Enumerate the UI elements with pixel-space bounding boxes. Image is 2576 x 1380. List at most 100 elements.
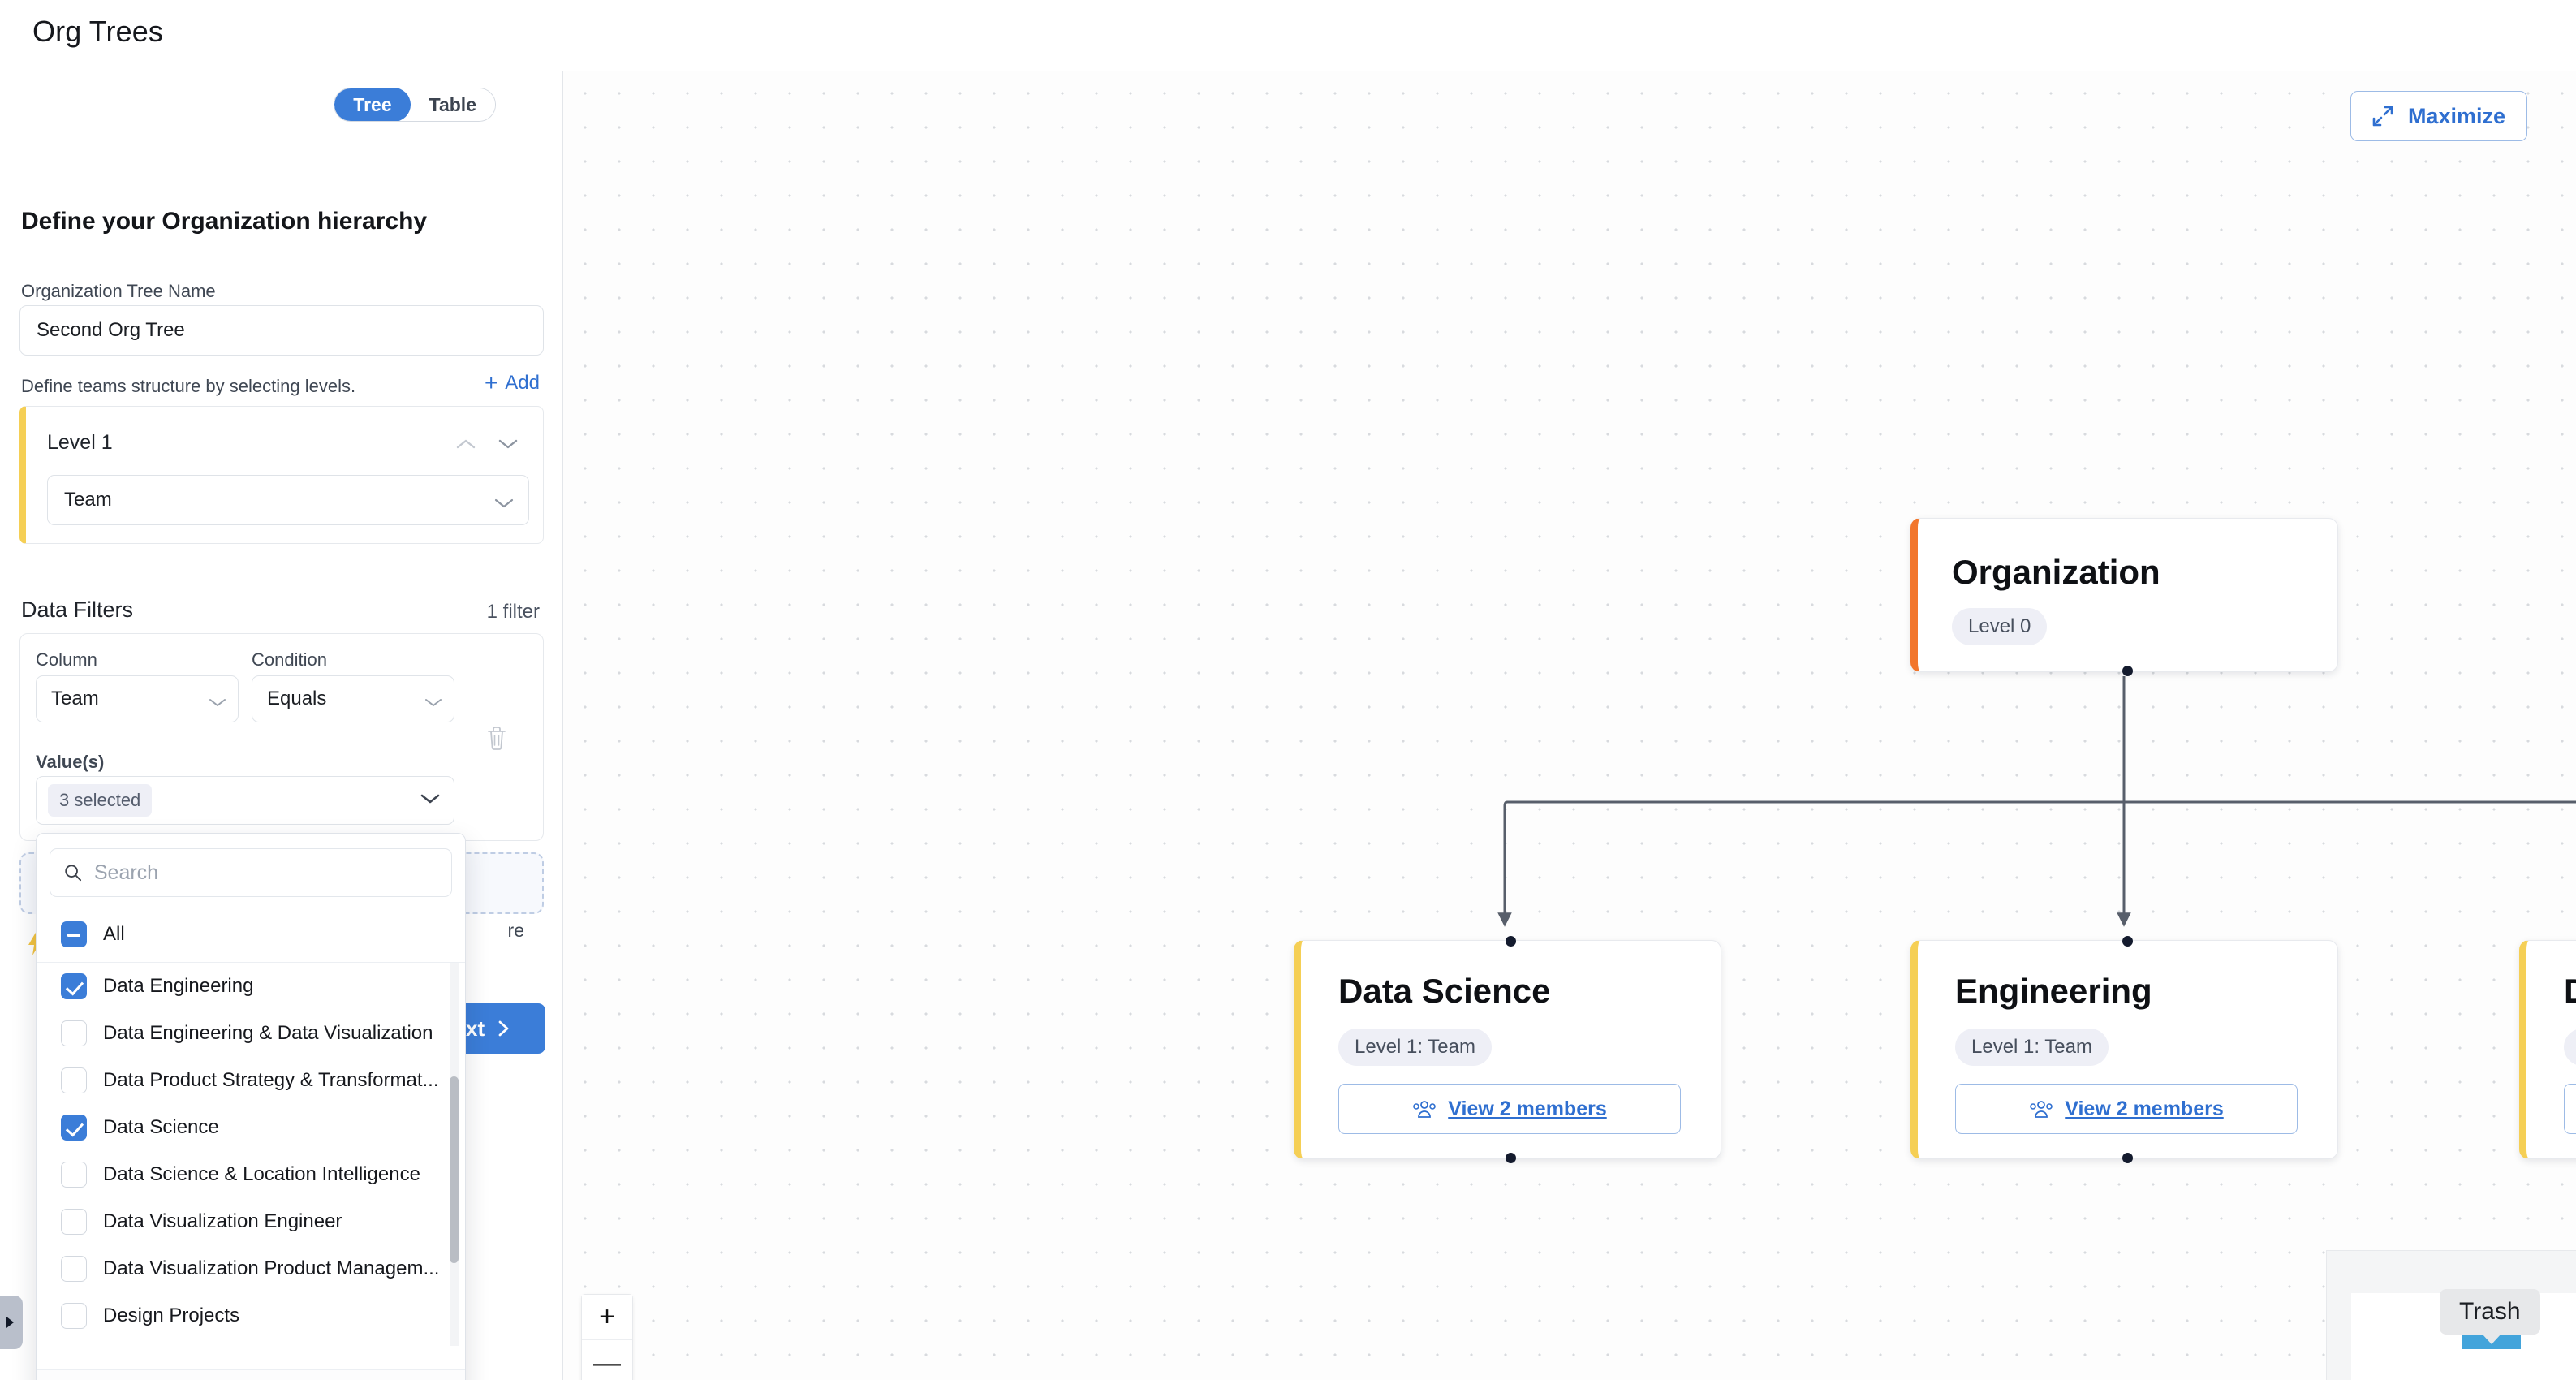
node-level-badge: Level 0 bbox=[1952, 608, 2048, 645]
tree-node-data-science[interactable]: Data Science Level 1: Team View 2 member… bbox=[1294, 936, 1721, 1163]
view-toggle[interactable]: Tree Table bbox=[334, 88, 496, 122]
list-item[interactable]: Data Science bbox=[37, 1104, 465, 1151]
maximize-label: Maximize bbox=[2407, 103, 2505, 128]
dropdown-all-label: All bbox=[103, 923, 125, 945]
chevron-down-icon bbox=[424, 691, 442, 714]
node-level-badge: Level 1: Team bbox=[1955, 1029, 2109, 1066]
chevron-right-icon bbox=[498, 1020, 509, 1037]
delete-filter-button[interactable] bbox=[480, 721, 513, 755]
filter-column-label: Column bbox=[36, 649, 97, 670]
list-item-label: Data Engineering & Data Visualization bbox=[103, 1022, 433, 1044]
list-item[interactable]: Design Projects bbox=[37, 1292, 465, 1339]
list-item[interactable]: Data Visualization Engineer bbox=[37, 1198, 465, 1245]
org-name-label: Organization Tree Name bbox=[21, 281, 216, 301]
level-name: Level 1 bbox=[47, 431, 113, 454]
values-dropdown-panel: All Data Engineering Data Engineering & … bbox=[36, 833, 466, 1380]
left-sidebar: Tree Table Define your Organization hier… bbox=[0, 71, 563, 1380]
zoom-in-button[interactable]: + bbox=[582, 1295, 632, 1340]
node-title: Organization bbox=[1952, 553, 2160, 591]
zoom-controls: + — bbox=[581, 1294, 633, 1380]
node-level-badge: Level 1: Team bbox=[2564, 1029, 2576, 1066]
top-bar: Org Trees bbox=[0, 0, 2576, 71]
plus-icon: + bbox=[484, 370, 498, 395]
filter-column-select[interactable]: Team bbox=[36, 675, 239, 722]
checkbox-icon[interactable] bbox=[61, 1115, 87, 1141]
maximize-button[interactable]: Maximize bbox=[2350, 91, 2527, 141]
chevron-up-icon bbox=[456, 439, 476, 449]
checkbox-icon[interactable] bbox=[61, 1256, 87, 1282]
search-icon bbox=[65, 865, 82, 882]
dropdown-scrollbar[interactable] bbox=[450, 1076, 459, 1263]
filter-condition-select[interactable]: Equals bbox=[252, 675, 454, 722]
org-name-input[interactable] bbox=[19, 305, 544, 356]
node-port-bottom[interactable] bbox=[2122, 666, 2133, 676]
view-members-button[interactable]: View 2 members bbox=[1338, 1084, 1681, 1134]
search-input[interactable] bbox=[93, 860, 438, 885]
view-members-button[interactable]: View 1 members bbox=[2564, 1084, 2576, 1134]
checkbox-icon[interactable] bbox=[61, 1303, 87, 1329]
filter-count: 1 filter bbox=[486, 601, 540, 623]
tree-node-engineering[interactable]: Engineering Level 1: Team View 2 members bbox=[1910, 936, 2338, 1163]
level-type-select[interactable]: Team bbox=[47, 475, 529, 525]
tree-canvas[interactable]: Maximize Organization Level 0 Data Scien… bbox=[563, 71, 2576, 1380]
dropdown-item-all[interactable]: All bbox=[37, 910, 465, 963]
move-level-down-button[interactable] bbox=[494, 433, 522, 455]
filter-condition-label: Condition bbox=[252, 649, 327, 670]
people-icon bbox=[1413, 1101, 1437, 1118]
tree-node-data-engineering[interactable]: Data Engineering Level 1: Team View 1 me… bbox=[2519, 940, 2576, 1159]
sidebar-collapse-handle[interactable] bbox=[0, 1296, 23, 1349]
view-members-label: View 2 members bbox=[1448, 1097, 1607, 1120]
play-right-icon bbox=[6, 1317, 14, 1328]
checkbox-indeterminate-icon[interactable] bbox=[61, 921, 87, 947]
filter-column-value: Team bbox=[51, 688, 99, 709]
tab-table[interactable]: Table bbox=[410, 88, 495, 121]
list-item[interactable]: Data Science & Location Intelligence bbox=[37, 1151, 465, 1198]
node-port-bottom[interactable] bbox=[1506, 1153, 1516, 1163]
node-port-top[interactable] bbox=[1506, 936, 1516, 947]
occluded-text: re bbox=[507, 920, 524, 941]
people-icon bbox=[2030, 1101, 2053, 1118]
node-port-top[interactable] bbox=[2122, 936, 2133, 947]
tree-node-root[interactable]: Organization Level 0 bbox=[1910, 518, 2338, 676]
checkbox-icon[interactable] bbox=[61, 1067, 87, 1093]
list-item[interactable]: Data Product Strategy & Transformat... bbox=[37, 1057, 465, 1104]
chevron-down-icon bbox=[498, 439, 518, 449]
list-item-label: Data Science bbox=[103, 1116, 219, 1138]
checkbox-icon[interactable] bbox=[61, 1209, 87, 1235]
zoom-out-button[interactable]: — bbox=[582, 1340, 632, 1380]
list-item[interactable]: Data Engineering bbox=[37, 963, 465, 1010]
maximize-icon bbox=[2372, 106, 2393, 127]
move-level-up-button[interactable] bbox=[452, 433, 480, 455]
list-item[interactable]: Data Visualization Product Managem... bbox=[37, 1245, 465, 1292]
chevron-down-icon bbox=[494, 492, 514, 515]
list-item-label: Data Science & Location Intelligence bbox=[103, 1163, 420, 1185]
list-item[interactable]: Development Enablement & Lead Ge... bbox=[37, 1339, 465, 1346]
list-item-label: Data Product Strategy & Transformat... bbox=[103, 1069, 439, 1091]
list-item[interactable]: Data Engineering & Data Visualization bbox=[37, 1010, 465, 1057]
levels-hint: Define teams structure by selecting leve… bbox=[21, 376, 356, 396]
checkbox-icon[interactable] bbox=[61, 1162, 87, 1188]
node-port-bottom[interactable] bbox=[2122, 1153, 2133, 1163]
checkbox-icon[interactable] bbox=[61, 973, 87, 999]
filter-values-label: Value(s) bbox=[36, 752, 105, 772]
tab-tree[interactable]: Tree bbox=[334, 88, 411, 121]
dropdown-search-wrap bbox=[37, 834, 465, 910]
data-filters-title: Data Filters bbox=[21, 597, 134, 622]
chevron-down-icon bbox=[420, 792, 441, 809]
list-item-label: Design Projects bbox=[103, 1305, 240, 1326]
node-title: Data Science bbox=[1338, 972, 1551, 1010]
checkbox-icon[interactable] bbox=[61, 1020, 87, 1046]
trash-tooltip: Trash bbox=[2440, 1289, 2540, 1344]
load-more-button[interactable]: Load More (200/333) bbox=[37, 1369, 465, 1380]
add-level-button[interactable]: + Add bbox=[485, 372, 540, 395]
filter-values-select[interactable]: 3 selected bbox=[36, 776, 454, 825]
dropdown-options-list[interactable]: Data Engineering Data Engineering & Data… bbox=[37, 963, 465, 1346]
lightning-icon bbox=[24, 929, 45, 961]
view-members-button[interactable]: View 2 members bbox=[1955, 1084, 2298, 1134]
node-title: Data Engineering bbox=[2564, 972, 2576, 1011]
dropdown-search-box[interactable] bbox=[50, 848, 452, 897]
node-title: Engineering bbox=[1955, 972, 2152, 1010]
add-level-label: Add bbox=[505, 372, 540, 394]
list-item-label: Data Visualization Product Managem... bbox=[103, 1257, 440, 1279]
